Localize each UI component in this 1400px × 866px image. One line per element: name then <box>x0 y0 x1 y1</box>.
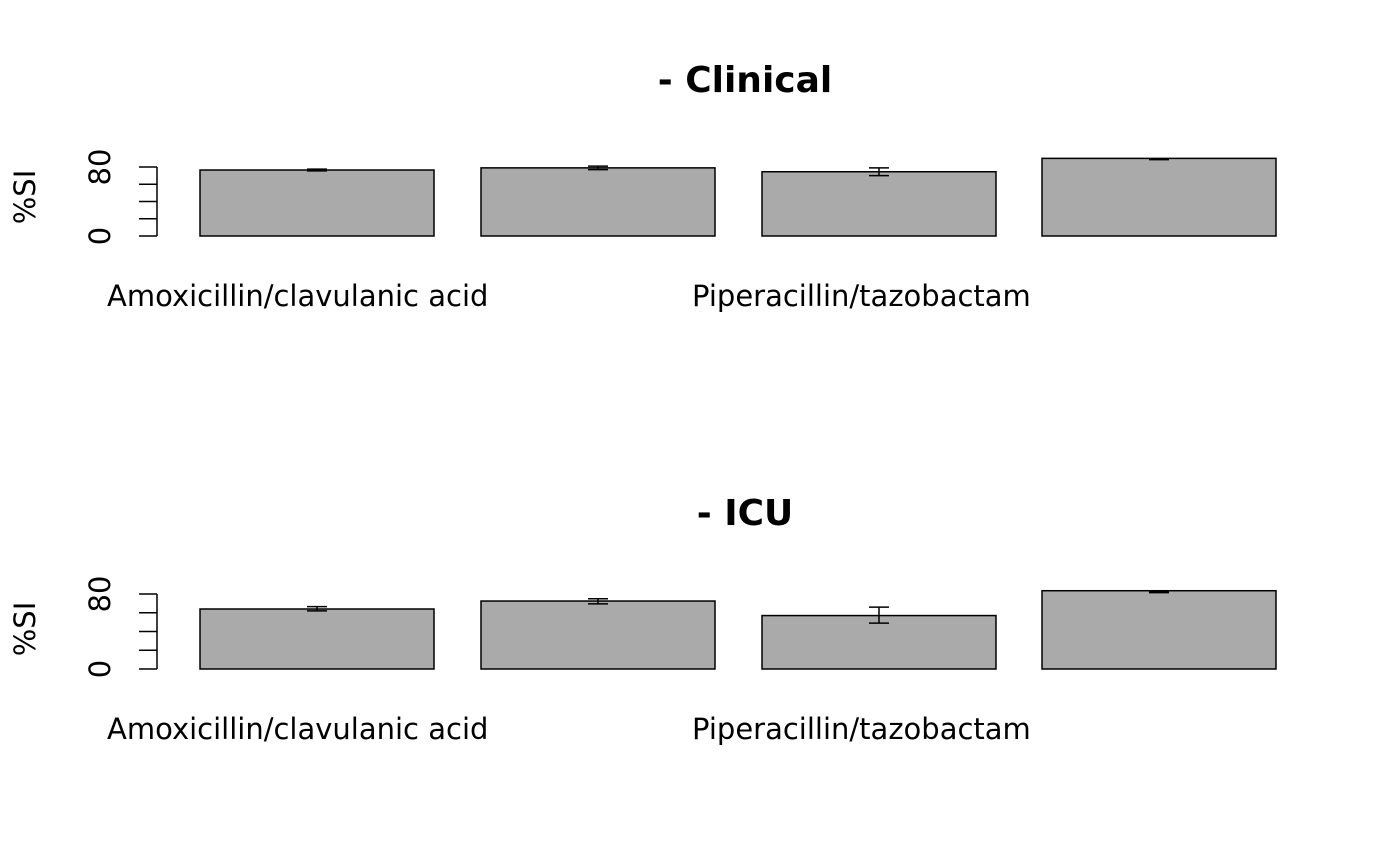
error-bar <box>869 167 889 177</box>
category-label: Amoxicillin/clavulanic acid <box>107 712 488 746</box>
bar <box>480 167 716 237</box>
error-bar <box>869 606 889 624</box>
category-label: Piperacillin/tazobactam <box>692 712 1031 746</box>
bar <box>480 600 716 670</box>
bar <box>1041 589 1277 670</box>
error-bar <box>1149 158 1169 161</box>
bar <box>761 614 997 670</box>
y-tick-label: 0 <box>83 660 117 678</box>
error-bar <box>588 597 608 605</box>
bar <box>199 169 435 237</box>
y-axis-label: %SI <box>8 170 42 225</box>
category-label: Amoxicillin/clavulanic acid <box>107 279 488 313</box>
bar <box>199 608 435 670</box>
chart-title: - Clinical <box>658 60 833 101</box>
error-bar <box>588 165 608 171</box>
y-tick-label: 0 <box>83 227 117 245</box>
category-label: Piperacillin/tazobactam <box>692 279 1031 313</box>
chart-title: - ICU <box>697 493 794 534</box>
error-bar <box>307 168 327 172</box>
y-tick-label: 80 <box>83 149 117 186</box>
y-axis-label: %SI <box>8 602 42 657</box>
error-bar <box>1149 590 1169 594</box>
bar <box>1041 157 1277 237</box>
error-bar <box>307 605 327 612</box>
y-tick-label: 80 <box>83 576 117 613</box>
bar <box>761 170 997 237</box>
